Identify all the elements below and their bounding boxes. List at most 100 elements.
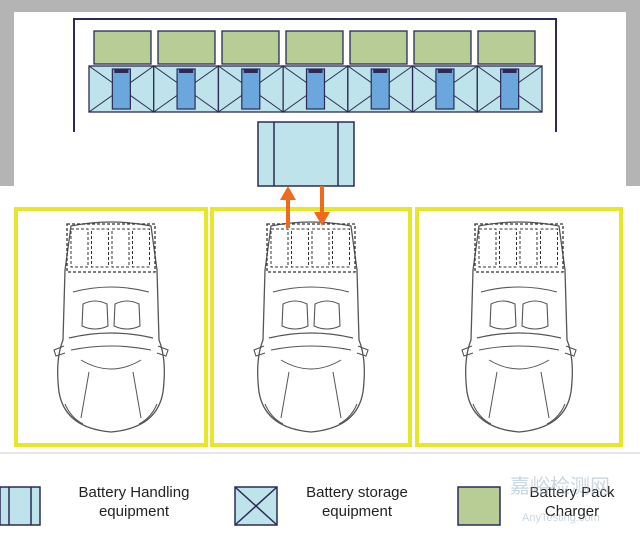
parking-bay-frame	[415, 207, 623, 447]
battery-storage-cell-7	[476, 65, 543, 113]
building-wall-right	[626, 0, 640, 186]
battery-module-4	[132, 228, 150, 268]
car-topview	[53, 221, 169, 433]
car-headlight-right	[338, 403, 358, 425]
legend-handling-line2: equipment	[98, 503, 170, 520]
battery-slot-cap	[114, 69, 129, 73]
battery-module-1	[70, 228, 89, 268]
car-seat-2	[313, 300, 341, 330]
car-battery-pack	[266, 223, 356, 273]
legend-handling-label: Battery Handling equipment	[44, 483, 224, 521]
parking-bay-frame	[14, 207, 208, 447]
battery-module-1	[270, 228, 289, 268]
legend-storage-label: Battery storage equipment	[282, 483, 432, 521]
battery-storage-cell-3	[217, 65, 284, 113]
handling-unit-body	[257, 121, 355, 187]
car-hood-line	[488, 359, 550, 370]
car-hood-line	[280, 359, 342, 370]
car-hood-crease-right	[332, 371, 342, 419]
battery-pack-charger-6	[413, 30, 472, 65]
battery-slot	[241, 68, 261, 110]
car-hood-crease-right	[540, 371, 550, 419]
car-dashboard	[68, 332, 154, 339]
car-hood-crease-right	[132, 371, 142, 419]
battery-storage-cell-5	[347, 65, 414, 113]
car-rear-shelf	[72, 286, 150, 293]
charger-row	[93, 30, 536, 65]
car-windshield-base	[70, 345, 152, 351]
battery-slot	[176, 68, 196, 110]
battery-slot-cap	[502, 69, 517, 73]
legend-storage-line2: equipment	[321, 503, 393, 520]
battery-storage-cell-4	[282, 65, 349, 113]
car-hood-crease-left	[80, 371, 90, 419]
battery-pack-charger-7	[477, 30, 536, 65]
battery-slot	[500, 68, 520, 110]
car-dashboard	[476, 332, 562, 339]
car-body-outline	[257, 221, 365, 433]
battery-slot-cap	[308, 69, 323, 73]
storage-row	[88, 65, 543, 113]
battery-pack-charger-2	[157, 30, 216, 65]
arrow-up	[280, 186, 296, 228]
battery-slot-cap	[437, 69, 452, 73]
battery-module-2	[91, 228, 109, 268]
car-seat-1	[81, 300, 109, 330]
battery-transfer-arrows	[280, 186, 330, 228]
car-rear-shelf	[480, 286, 558, 293]
arrow-down	[314, 186, 330, 226]
car-seat-1	[489, 300, 517, 330]
battery-module-3	[111, 228, 130, 268]
car-headlight-left	[264, 403, 284, 425]
car-mirror-left	[53, 345, 66, 357]
car-headlight-left	[472, 403, 492, 425]
battery-pack-charger-icon	[457, 486, 501, 526]
storage-rack-frame	[73, 18, 557, 132]
battery-module-2	[291, 228, 309, 268]
battery-storage-icon	[234, 486, 278, 526]
battery-slot-cap	[179, 69, 194, 73]
car-seat-1	[281, 300, 309, 330]
battery-module-2	[499, 228, 517, 268]
car-topview	[253, 221, 369, 433]
battery-pack-charger-1	[93, 30, 152, 65]
battery-slot	[370, 68, 390, 110]
battery-slot-cap	[373, 69, 388, 73]
car-windshield-base	[270, 345, 352, 351]
car-headlight-right	[138, 403, 158, 425]
parking-bay-3	[415, 207, 623, 447]
battery-pack-charger-5	[349, 30, 408, 65]
battery-slot	[305, 68, 326, 110]
car-battery-pack	[474, 223, 564, 273]
battery-slot-cap	[243, 69, 258, 73]
car-battery-pack	[66, 223, 156, 273]
battery-handling-icon	[0, 486, 41, 526]
car-hood-crease-left	[280, 371, 290, 419]
battery-slot	[111, 68, 131, 110]
car-headlight-left	[64, 403, 84, 425]
legend-handling-line1: Battery Handling	[78, 484, 190, 501]
parking-bay-2	[210, 207, 412, 447]
car-hood-line	[80, 359, 142, 370]
car-seat-2	[521, 300, 549, 330]
parking-bay-frame	[210, 207, 412, 447]
car-rear-shelf	[272, 286, 350, 293]
parking-bays	[14, 207, 623, 447]
car-hood-crease-left	[488, 371, 498, 419]
car-dashboard	[268, 332, 354, 339]
parking-bay-1	[14, 207, 208, 447]
legend-charger-label: Battery Pack Charger	[508, 483, 636, 521]
battery-module-4	[332, 228, 350, 268]
legend-storage-line1: Battery storage	[306, 484, 408, 501]
car-body-outline	[465, 221, 573, 433]
battery-storage-cell-2	[153, 65, 220, 113]
battery-storage-cell-6	[411, 65, 478, 113]
battery-handling-equipment	[257, 121, 355, 187]
battery-module-4	[540, 228, 558, 268]
battery-module-3	[311, 228, 330, 268]
car-headlight-right	[546, 403, 566, 425]
car-body-outline	[57, 221, 165, 433]
battery-slot	[435, 68, 455, 110]
